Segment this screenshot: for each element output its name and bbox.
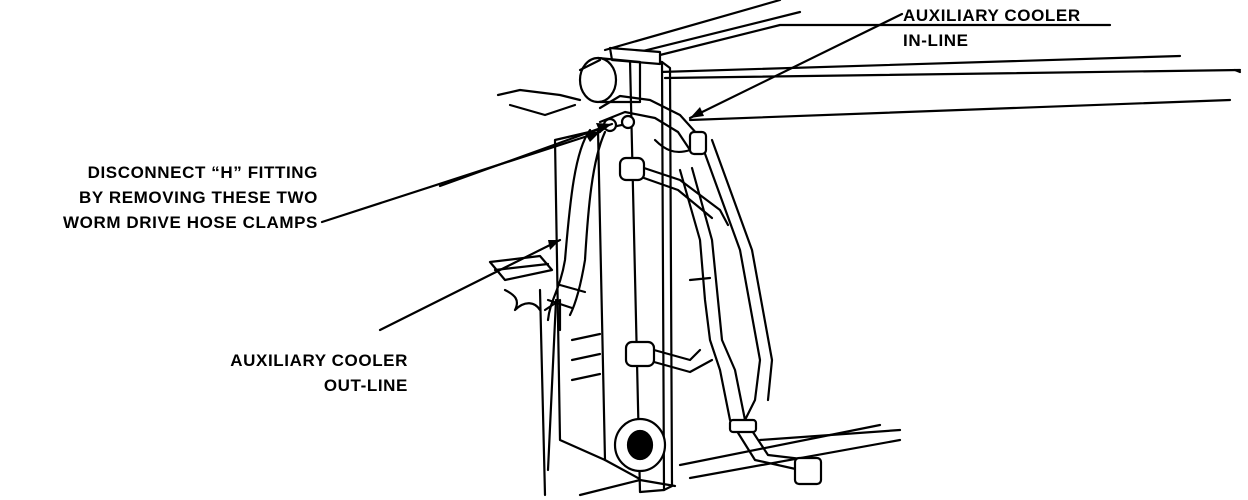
callout-out-line-2: OUT-LINE (323, 376, 408, 395)
leader-lines (320, 12, 904, 332)
lower-support-lines (678, 423, 902, 480)
callout-auxiliary-cooler-in-line: AUXILIARY COOLER IN-LINE (903, 3, 1081, 53)
out-line-hose (546, 128, 607, 322)
callout-out-line-1: AUXILIARY COOLER (230, 351, 408, 370)
cooler-fitting-lower (624, 340, 714, 374)
callout-disconnect-line-2: BY REMOVING THESE TWO (79, 188, 318, 207)
callout-in-line-2: IN-LINE (903, 31, 969, 50)
callout-in-line-1: AUXILIARY COOLER (903, 6, 1081, 25)
leader-arrowheads (548, 107, 704, 250)
filler-neck (578, 56, 642, 104)
callout-disconnect-line-1: DISCONNECT “H” FITTING (87, 163, 318, 182)
auxiliary-cooler-lines (678, 138, 823, 486)
harness-wires (496, 88, 582, 117)
mount-bracket (488, 254, 554, 312)
callout-auxiliary-cooler-out-line: AUXILIARY COOLER OUT-LINE (150, 348, 408, 398)
callout-disconnect-line-3: WORM DRIVE HOSE CLAMPS (63, 213, 318, 232)
callout-disconnect-h-fitting: DISCONNECT “H” FITTING BY REMOVING THESE… (0, 160, 318, 235)
lower-outlet (613, 417, 667, 473)
